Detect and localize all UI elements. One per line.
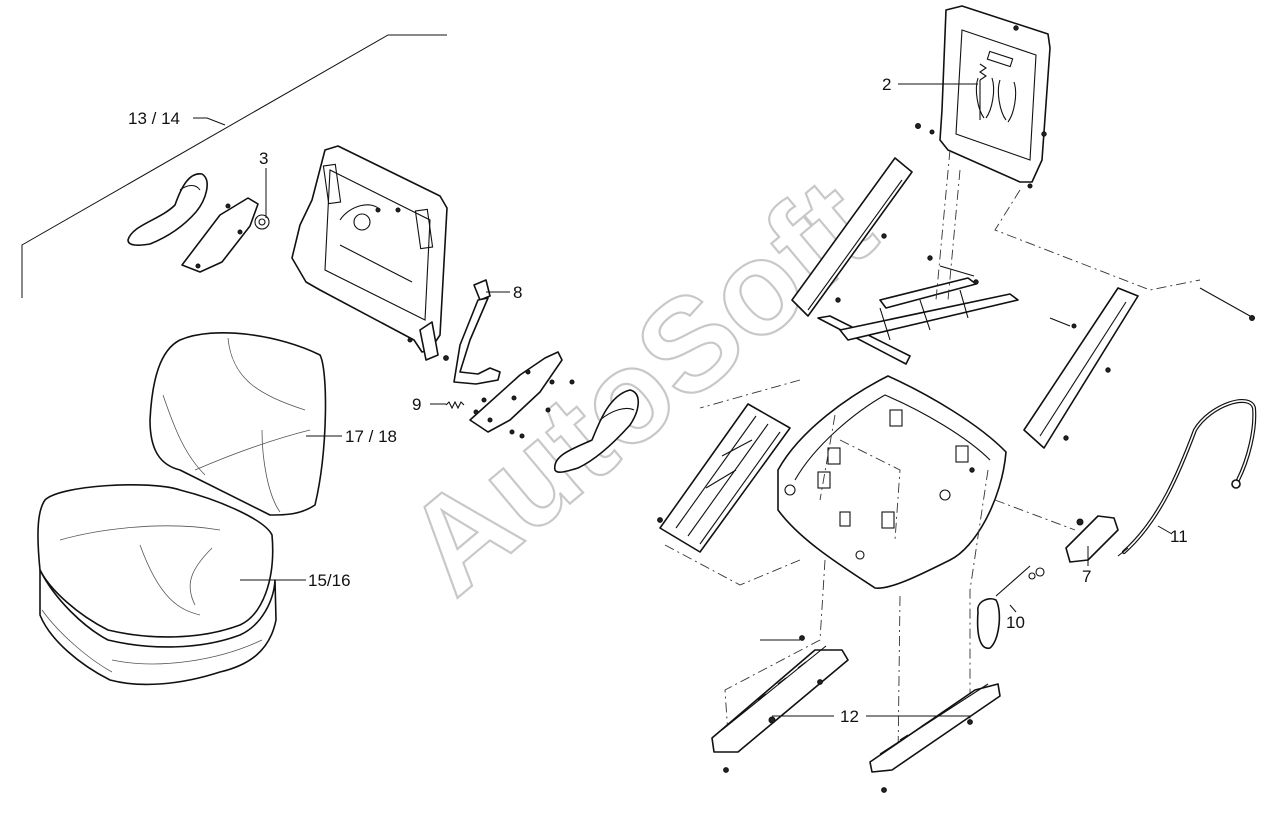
spring-icon: [445, 400, 465, 410]
callout-10: 10: [1006, 613, 1025, 632]
connection-lines: [664, 149, 1201, 761]
callout-8: 8: [513, 283, 522, 302]
scissor-rail-left: [791, 157, 913, 317]
seat-rail-left: [711, 635, 849, 773]
latch: [1028, 515, 1119, 580]
callout-9: 9: [412, 395, 421, 414]
callout-17-18: 17 / 18: [345, 427, 397, 446]
callout-13-14: 13 / 14: [128, 109, 180, 128]
scissor-arms: [817, 255, 1077, 365]
upper-suspension-plate: [915, 5, 1051, 189]
scissor-rail-right: [1023, 287, 1255, 449]
leader-13-14: [193, 117, 226, 126]
leader-lines: [240, 83, 1173, 717]
callout-3: 3: [259, 149, 268, 168]
left-armrest: [127, 173, 270, 273]
seat-cushion: [37, 484, 277, 686]
backrest-cushion: [149, 332, 327, 516]
callout-12: 12: [840, 707, 859, 726]
group-bracket-13-14: [21, 34, 447, 298]
callout-7: 7: [1082, 567, 1091, 586]
release-cable: [1117, 398, 1257, 557]
callout-15-16: 15/16: [308, 571, 351, 590]
adjuster-knob: [976, 565, 1031, 649]
seat-pan: [777, 375, 1007, 589]
callout-11: 11: [1170, 527, 1188, 546]
backrest-frame: [291, 145, 448, 361]
recline-lever: [443, 279, 501, 410]
recline-mechanism: [469, 351, 640, 473]
callout-2: 2: [882, 75, 891, 94]
bellows-slider: [657, 403, 791, 553]
seat-rail-right: [869, 683, 1001, 793]
